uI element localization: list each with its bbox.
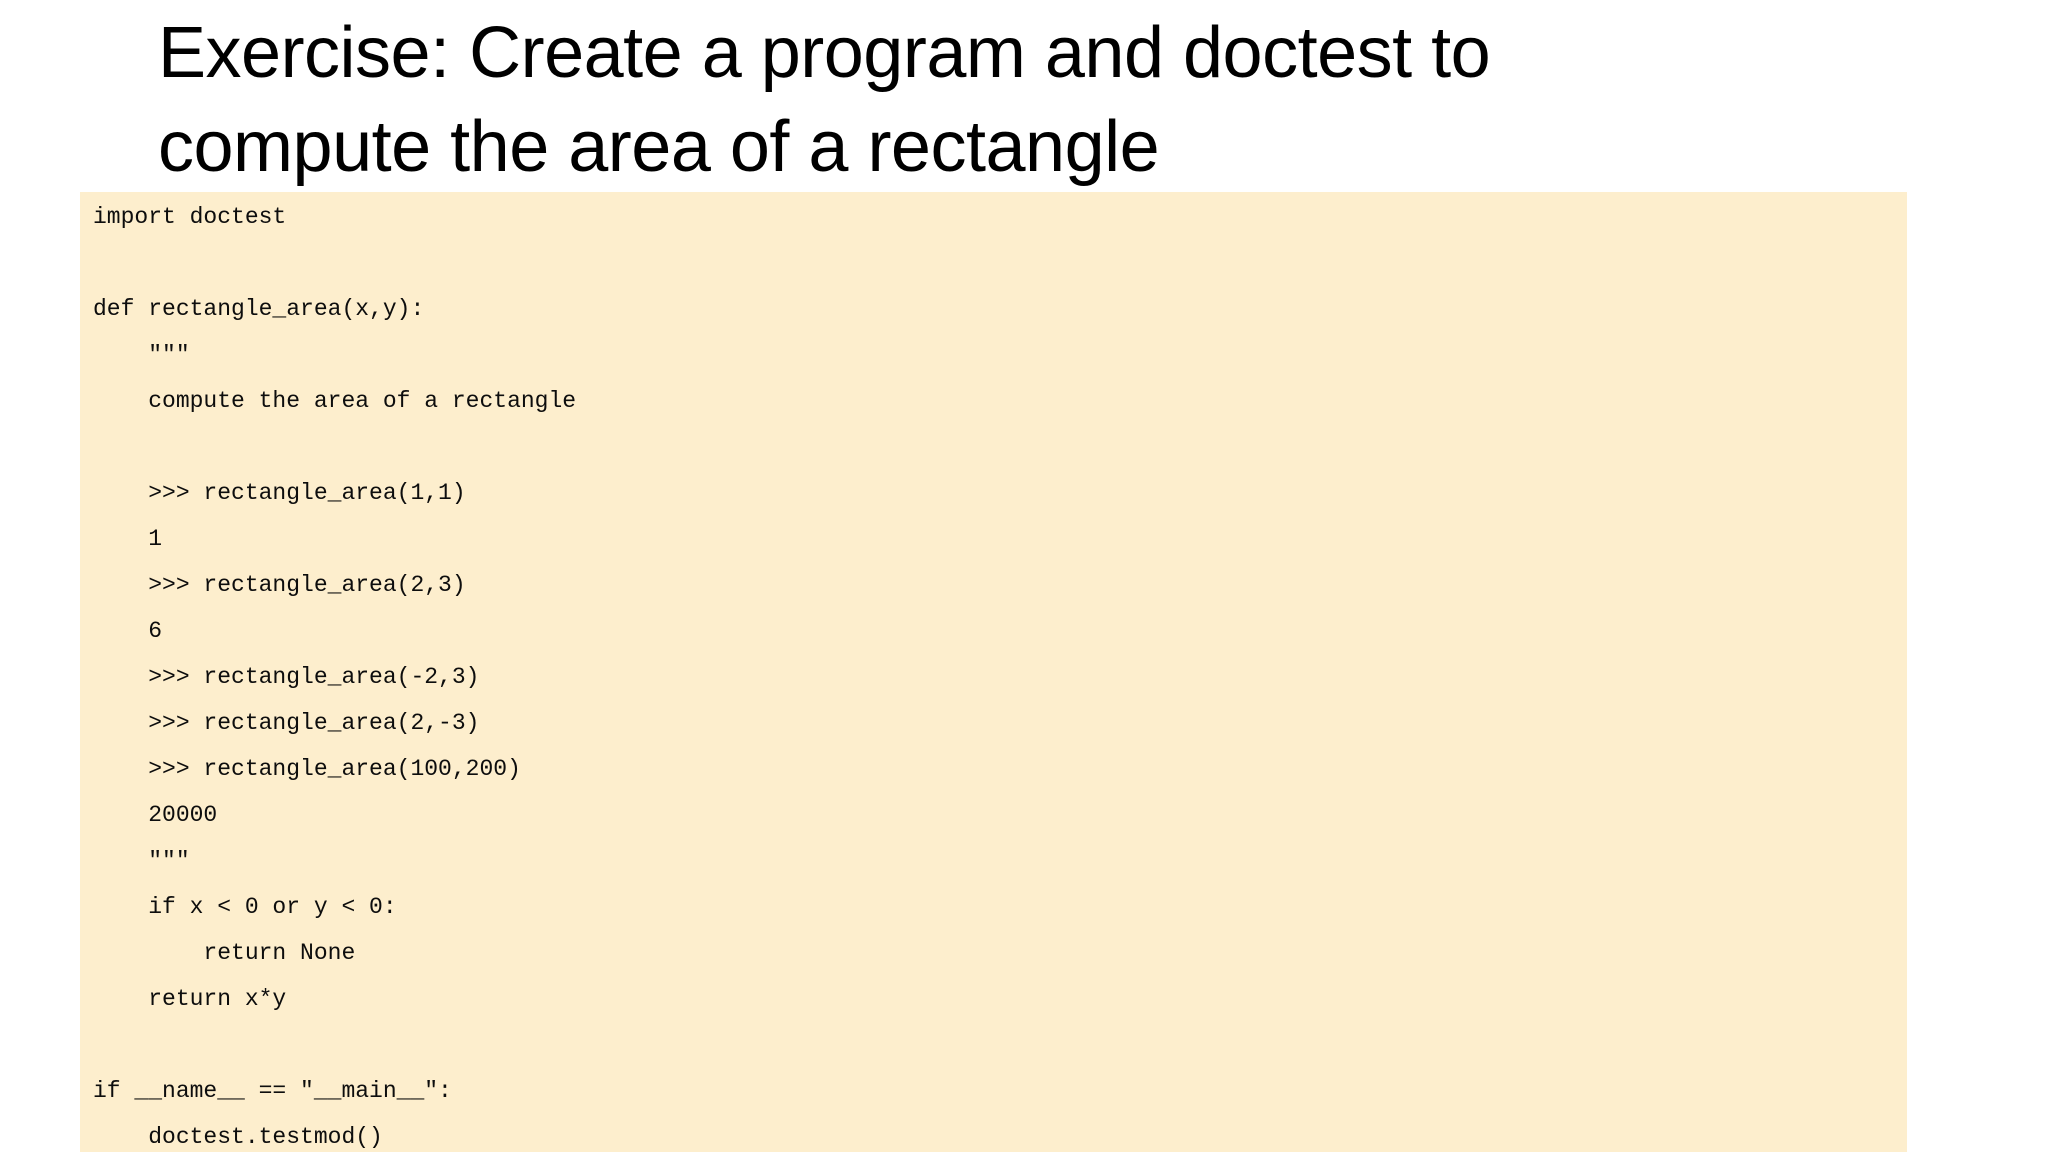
code-line: doctest.testmod() — [93, 1124, 383, 1150]
code-line: compute the area of a rectangle — [93, 388, 577, 414]
code-line — [93, 240, 1907, 286]
code-line: >>> rectangle_area(2,3) — [93, 572, 466, 598]
code-line — [93, 1022, 1907, 1068]
code-line: """ — [93, 848, 190, 874]
code-block: import doctest def rectangle_area(x,y): … — [80, 192, 1907, 1152]
page-title: Exercise: Create a program and doctest t… — [158, 13, 1510, 187]
code-line: >>> rectangle_area(-2,3) — [93, 664, 480, 690]
code-line: return x*y — [93, 986, 287, 1012]
code-line: return None — [93, 940, 356, 966]
code-line: def rectangle_area(x,y): — [93, 296, 425, 322]
code-line: """ — [93, 342, 190, 368]
code-line: import doctest — [93, 204, 287, 230]
code-line — [93, 424, 1907, 470]
code-line: if x < 0 or y < 0: — [93, 894, 397, 920]
code-line: >>> rectangle_area(100,200) — [93, 756, 521, 782]
code-line: >>> rectangle_area(1,1) — [93, 480, 466, 506]
code-line: 6 — [93, 618, 163, 644]
code-line: >>> rectangle_area(2,-3) — [93, 710, 480, 736]
code-line: 20000 — [93, 802, 218, 828]
code-line: 1 — [93, 526, 163, 552]
code-lines-container: import doctest def rectangle_area(x,y): … — [93, 194, 1907, 1152]
code-line: if __name__ == "__main__": — [93, 1078, 452, 1104]
